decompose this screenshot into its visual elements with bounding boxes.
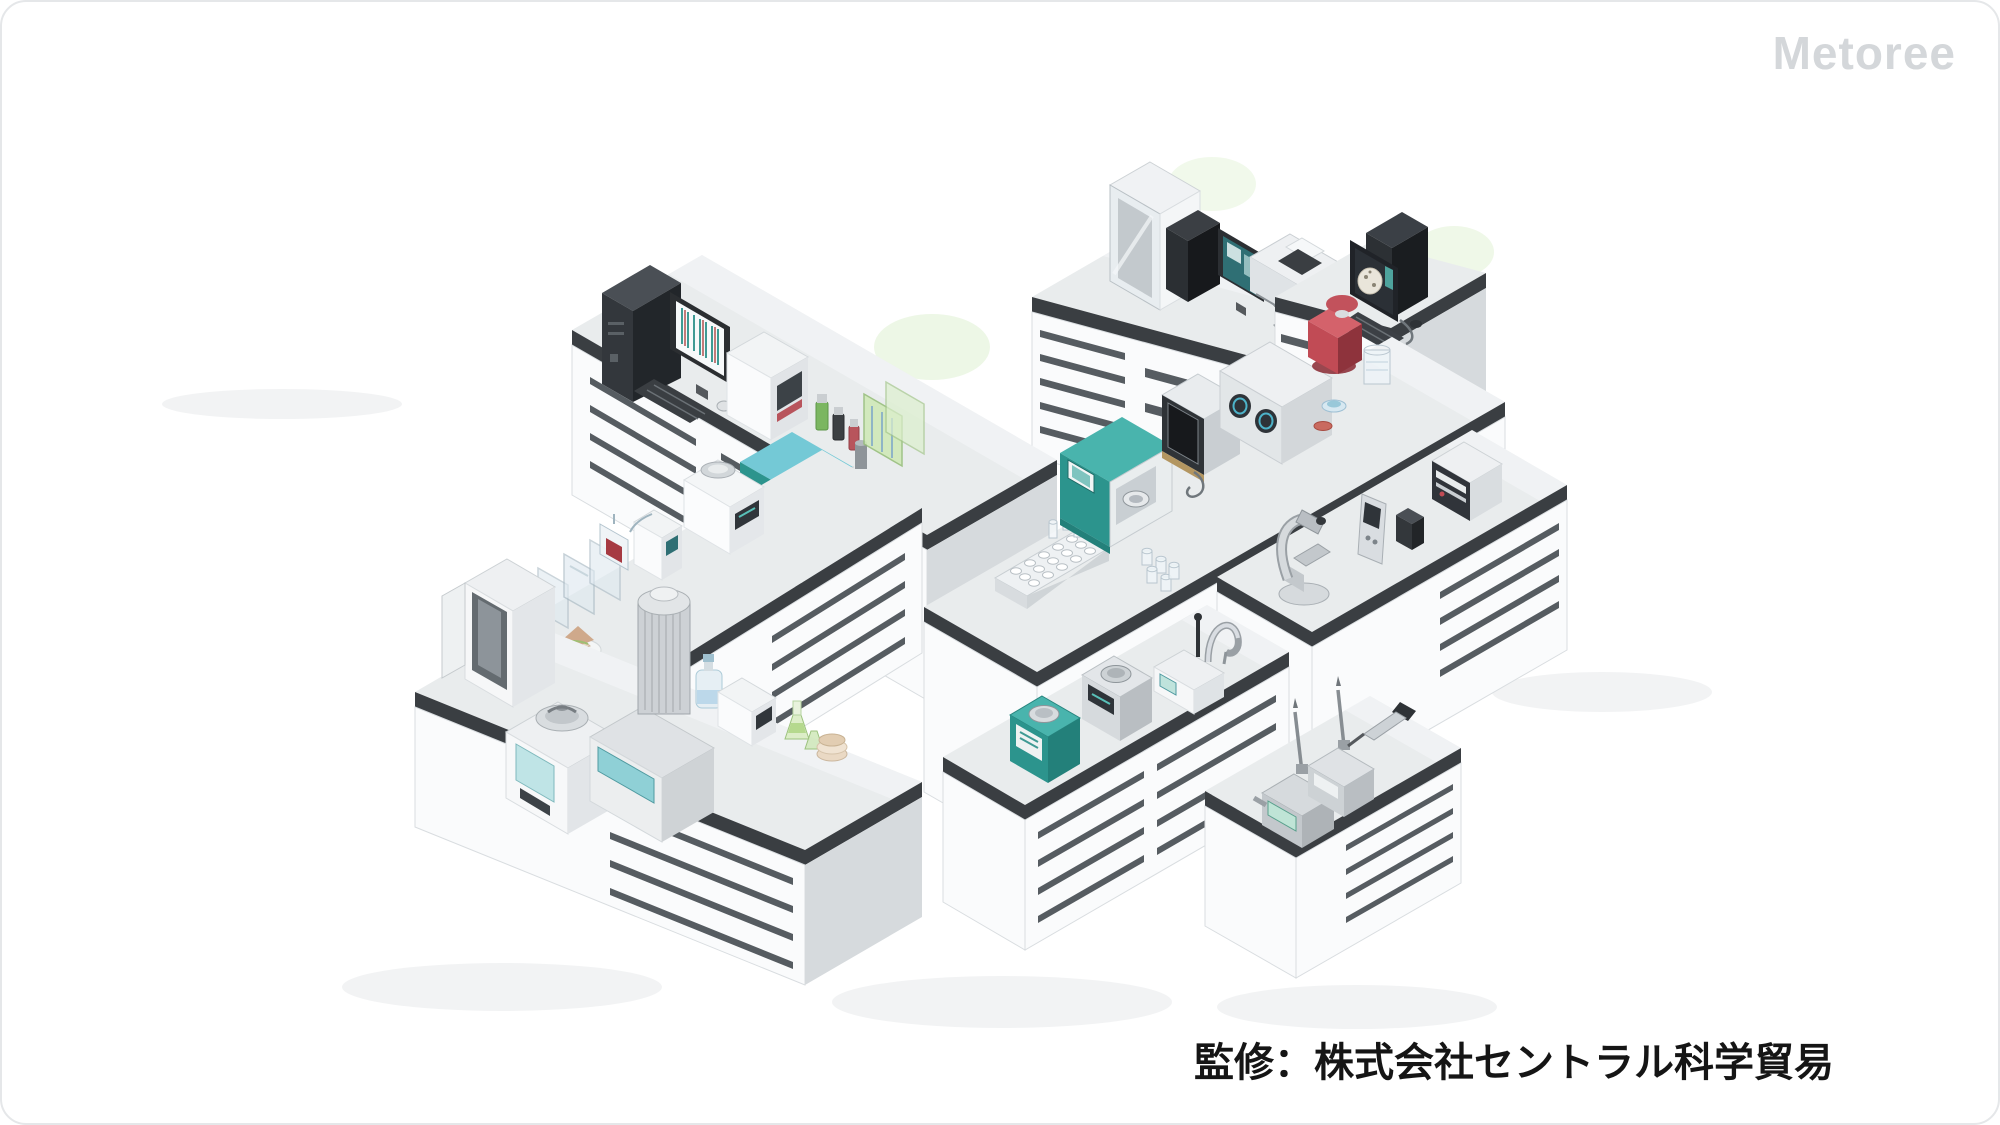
electronic-pipette (1347, 702, 1416, 748)
floor-shadows (162, 389, 1712, 1029)
beaker (1363, 344, 1391, 385)
supervision-credit: 監修：株式会社セントラル科学貿易 (1194, 1041, 1834, 1085)
analytical-balance (683, 459, 765, 555)
petri-dish-stack (816, 733, 848, 762)
glove-box (1219, 341, 1333, 465)
fume-cabinet (441, 558, 556, 708)
dispensing-analyzer (1060, 417, 1173, 554)
homogenizer-bench (1204, 676, 1462, 979)
mixer-bench (942, 605, 1290, 951)
blood-bag (599, 514, 629, 571)
infusion-pump (629, 509, 683, 581)
magnetic-stirrer (1081, 655, 1153, 741)
portable-meter (1396, 508, 1424, 550)
prep-bench (414, 558, 922, 986)
drawer-stack (1440, 523, 1559, 677)
gel-plates (863, 380, 925, 468)
heating-cylinder (588, 586, 716, 843)
sample-cups (1141, 547, 1180, 592)
drawer-stack (772, 553, 905, 727)
spectrometer (1431, 441, 1503, 521)
ultrasonic-homogenizer (1307, 676, 1375, 817)
microscope (1276, 509, 1331, 606)
reagent-bottle (695, 654, 723, 709)
benchtop-analyzer (725, 331, 810, 441)
homogenizer (1252, 698, 1335, 848)
water-purifier (1152, 613, 1242, 715)
mini-analyzer (717, 677, 777, 747)
culture-dish (1313, 421, 1333, 431)
centrifuge (1308, 295, 1362, 374)
handheld-meter (1357, 493, 1387, 565)
well-plate (993, 511, 1111, 609)
petri-dish (1321, 399, 1347, 413)
drawer-stack (1346, 784, 1453, 923)
workstation-pc (1166, 210, 1220, 302)
desktop-pc (602, 265, 681, 402)
metoree-watermark: Metoree (1772, 27, 1956, 79)
erlenmeyer-flasks (784, 700, 824, 750)
keyboard (634, 379, 710, 423)
vortex-mixer (1009, 695, 1081, 783)
